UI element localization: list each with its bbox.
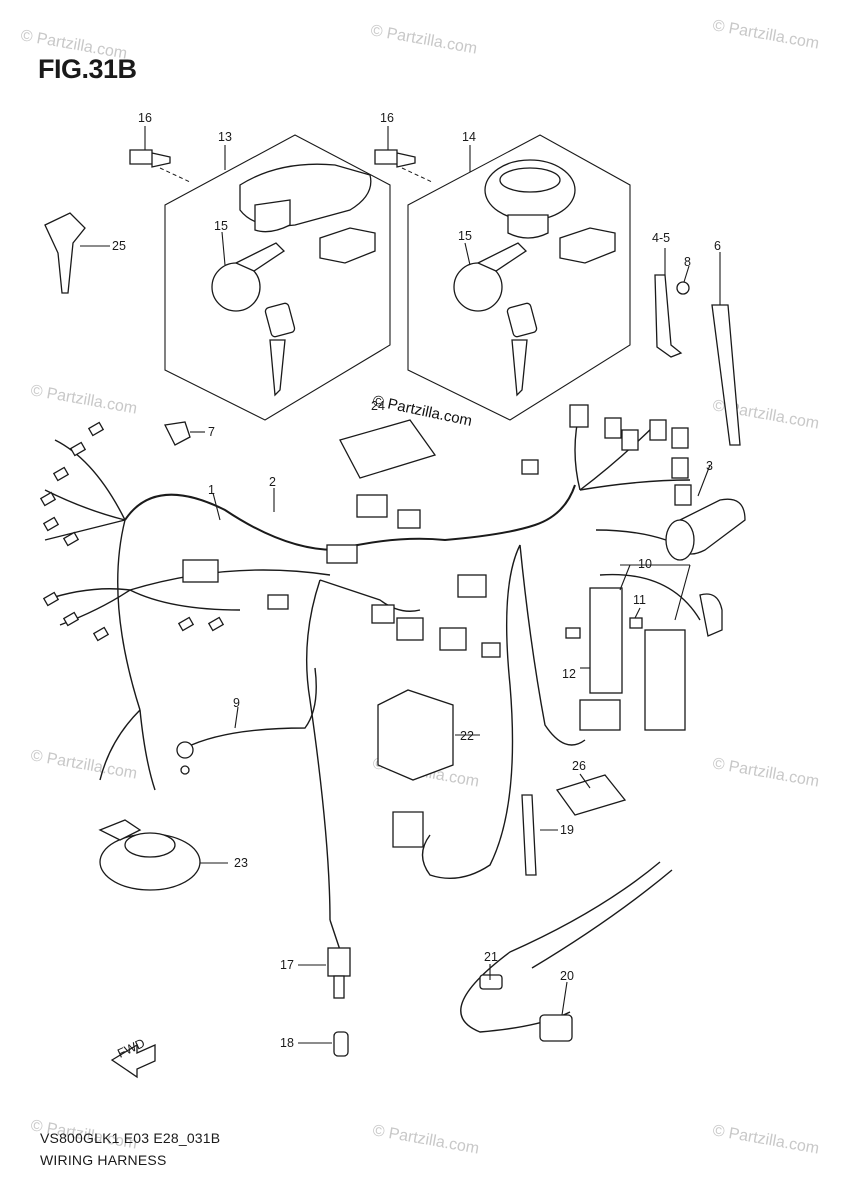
callout-9: 9 [233,696,240,710]
ignition-switch-set-13 [159,134,391,421]
model-code: VS800GLK1 E03 E28_031B [40,1130,221,1146]
callout-15-right: 15 [458,229,472,243]
front-direction-arrow: FWD [110,1036,156,1079]
side-stand-switch-20 [460,861,673,1042]
fuse-box-10 [565,573,723,731]
connector-cluster-right [569,404,692,506]
ignition-switch-set-14 [401,134,631,421]
callout-3: 3 [706,459,713,473]
figure-title: FIG.31B [38,54,137,84]
watermark: © Partzilla.com [711,17,820,52]
tape-26 [555,774,627,816]
callout-14: 14 [462,130,476,144]
horn-23 [98,819,201,891]
callout-13: 13 [218,130,232,144]
condenser-3 [595,498,746,561]
callout-16-right: 16 [380,111,394,125]
bolt-16-left [129,149,171,168]
watermark: © Partzilla.com [19,27,128,62]
clamp-6 [711,304,741,446]
neutral-switch-17 [327,919,351,999]
callout-17: 17 [280,958,294,972]
callout-18: 18 [280,1036,294,1050]
diagram-caption: WIRING HARNESS [40,1152,167,1168]
callout-4-5: 4-5 [652,231,670,245]
partzilla-logo: © Partzilla.com [371,392,473,430]
callout-19: 19 [560,823,574,837]
watermark: © Partzilla.com [29,382,138,417]
ground-wire-9 [176,667,317,775]
tape-24 [339,419,437,479]
callout-10: 10 [638,557,652,571]
fuse-holder-19 [521,794,537,876]
screw-8 [676,281,690,295]
callout-11: 11 [633,593,646,607]
callout-labels: 1 2 3 4-5 6 7 8 9 10 11 12 13 14 15 15 1… [112,111,721,1050]
callout-12: 12 [562,667,576,681]
callout-25: 25 [112,239,126,253]
callout-23: 23 [234,856,248,870]
callout-24: 24 [371,399,385,413]
callout-20: 20 [560,969,574,983]
callout-8: 8 [684,255,691,269]
callout-26: 26 [572,759,586,773]
callout-1: 1 [208,483,215,497]
leader-lines [80,126,721,1044]
connector-cluster-left [39,421,225,642]
callout-2: 2 [269,475,276,489]
callout-22: 22 [460,729,474,743]
callout-16-left: 16 [138,111,152,125]
watermark: © Partzilla.com [711,755,820,790]
callout-7: 7 [208,425,215,439]
clamp-7 [164,421,191,446]
watermark: © Partzilla.com [29,747,138,782]
callout-15-left: 15 [214,219,228,233]
relay-22 [377,689,454,848]
connector-cluster-center [182,459,539,658]
main-harness-1 [44,409,691,921]
watermark: © Partzilla.com [369,22,478,57]
o-ring-18 [333,1031,349,1057]
key-blank-25 [44,212,86,294]
callout-6: 6 [714,239,721,253]
bolt-16-right [374,149,416,168]
watermark: © Partzilla.com [711,1122,820,1157]
callout-21: 21 [484,950,498,964]
watermark: © Partzilla.com [371,1122,480,1157]
